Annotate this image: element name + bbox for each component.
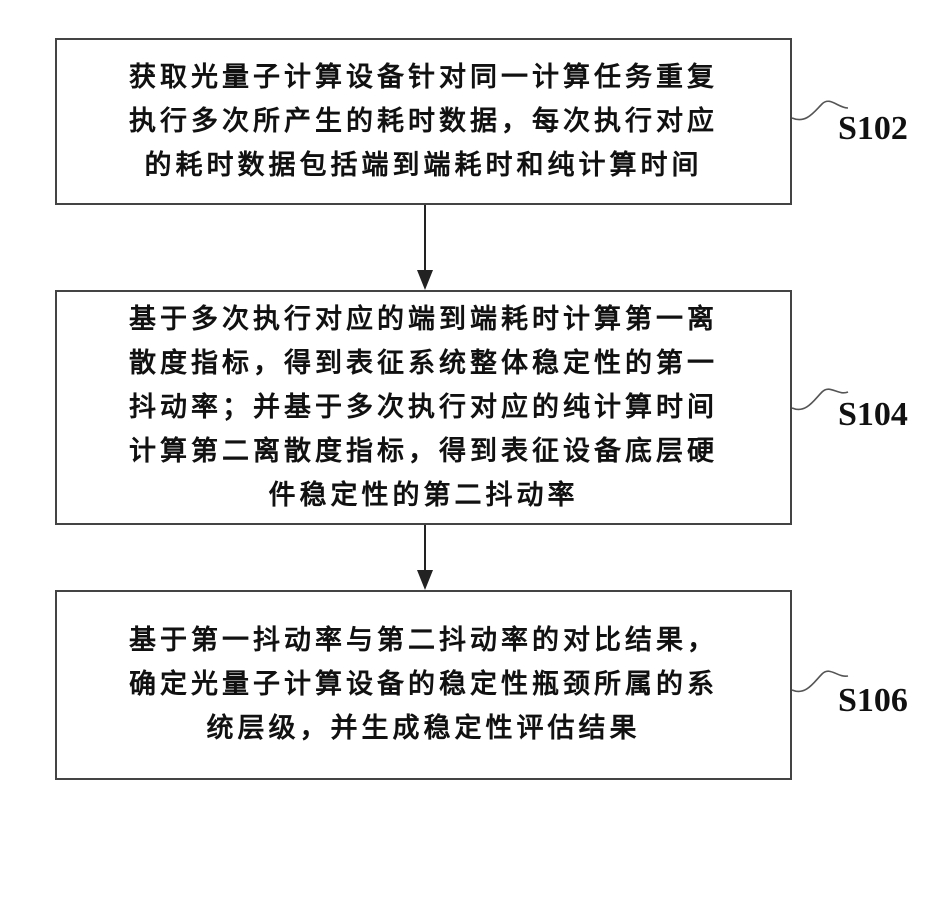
step-box-s106: 基于第一抖动率与第二抖动率的对比结果， 确定光量子计算设备的稳定性瓶颈所属的系 … [55, 590, 792, 780]
step-text-line: 的耗时数据包括端到端耗时和纯计算时间 [145, 144, 703, 188]
step-text-line: 基于第一抖动率与第二抖动率的对比结果， [129, 619, 718, 663]
step-text-line: 执行多次所产生的耗时数据，每次执行对应 [129, 100, 718, 144]
step-box-s102: 获取光量子计算设备针对同一计算任务重复 执行多次所产生的耗时数据，每次执行对应 … [55, 38, 792, 205]
step-text-line: 散度指标，得到表征系统整体稳定性的第一 [129, 342, 718, 386]
step-label-s104: S104 [838, 396, 908, 434]
step-text-line: 基于多次执行对应的端到端耗时计算第一离 [129, 298, 718, 342]
arrow-s102-to-s104 [417, 205, 433, 290]
step-text-line: 统层级，并生成稳定性评估结果 [207, 707, 641, 751]
step-label-s102: S102 [838, 110, 908, 148]
step-text-line: 抖动率；并基于多次执行对应的纯计算时间 [129, 386, 718, 430]
step-text-line: 确定光量子计算设备的稳定性瓶颈所属的系 [129, 663, 718, 707]
step-text-line: 件稳定性的第二抖动率 [269, 474, 579, 518]
step-text-line: 计算第二离散度指标，得到表征设备底层硬 [129, 430, 718, 474]
step-label-s106: S106 [838, 682, 908, 720]
step-text-line: 获取光量子计算设备针对同一计算任务重复 [129, 56, 718, 100]
arrow-s104-to-s106 [417, 525, 433, 590]
step-box-s104: 基于多次执行对应的端到端耗时计算第一离 散度指标，得到表征系统整体稳定性的第一 … [55, 290, 792, 525]
